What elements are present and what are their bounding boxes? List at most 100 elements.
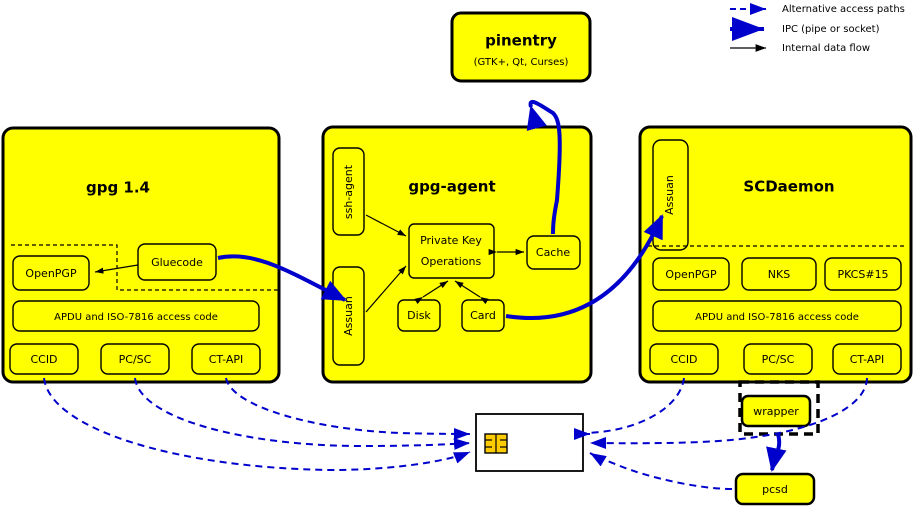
gpg14-openpgp-box[interactable]: OpenPGP <box>12 255 90 291</box>
wrapper-label: wrapper <box>753 405 799 418</box>
pinentry-box[interactable]: pinentry (GTK+, Qt, Curses) <box>450 11 592 83</box>
pcsd-label: pcsd <box>762 483 788 496</box>
gpg-agent-card-label: Card <box>470 309 496 322</box>
scdaemon-app-nks-label: NKS <box>768 268 790 281</box>
gpg14-openpgp-shape <box>12 255 90 291</box>
scdaemon-assuan-label: Assuan <box>663 175 676 215</box>
scdaemon-apdu-label: APDU and ISO-7816 access code <box>695 312 859 323</box>
gpg14-driver-pcsc-label: PC/SC <box>119 353 152 366</box>
gpg14-driver-ccid-shape <box>9 343 79 375</box>
gpg14-driver-ccid[interactable]: CCID <box>9 343 79 375</box>
pinentry-title: pinentry <box>485 32 557 50</box>
gpg14-dashed-separator <box>11 244 278 291</box>
scdaemon-driver-ctapi-label: CT-API <box>850 353 885 366</box>
altpath-pcsd-to-card <box>589 452 733 490</box>
gpg-agent-ssh-agent-box[interactable]: ssh-agent <box>332 147 365 236</box>
scdaemon-driver-ccid-label: CCID <box>670 353 697 366</box>
scdaemon-title: SCDaemon <box>743 178 834 196</box>
gpg14-gluecode-box[interactable]: Gluecode <box>137 243 217 281</box>
altpath-gpg-ctapi-to-card <box>225 377 471 440</box>
altpath-scd-ccid-to-card <box>573 377 685 440</box>
gpg-agent-cache-box[interactable]: Cache <box>526 235 581 270</box>
scdaemon-driver-ctapi-shape <box>832 343 902 375</box>
gpg-agent-ssh-agent-label: ssh-agent <box>342 164 355 219</box>
gpg-agent-card-box[interactable]: Card <box>461 299 505 332</box>
gpg14-gluecode-to-openpgp-arrow <box>94 264 139 274</box>
legend-label-ipc: IPC (pipe or socket) <box>782 24 880 35</box>
alt-path-connections <box>43 377 868 490</box>
legend-item-ipc: IPC (pipe or socket) <box>730 17 880 41</box>
gpg-agent-assuan-box[interactable]: Assuan <box>332 266 365 366</box>
wrapper-group[interactable]: wrapper <box>738 380 820 436</box>
smartcard[interactable] <box>475 413 584 472</box>
legend-item-internal: Internal data flow <box>730 43 870 54</box>
gpg14-driver-pcsc[interactable]: PC/SC <box>100 343 170 375</box>
scdaemon-app-openpgp-label: OpenPGP <box>665 268 717 281</box>
legend-label-alt-path: Alternative access paths <box>782 4 905 15</box>
gpg14-apdu-box[interactable]: APDU and ISO-7816 access code <box>12 300 260 332</box>
wrapper-box-shape <box>740 394 812 428</box>
scdaemon-app-nks[interactable]: NKS <box>741 257 817 291</box>
gpg14-openpgp-label: OpenPGP <box>25 267 77 280</box>
altpath-scd-ctapi-to-card <box>589 377 868 450</box>
scdaemon-panel[interactable]: SCDaemon Assuan OpenPGP NKS PKCS#15 APDU… <box>638 125 913 384</box>
pinentry-box-shape <box>450 11 592 83</box>
gpg-agent-panel[interactable]: gpg-agent ssh-agent Assuan Private Key O… <box>321 125 593 384</box>
gpg14-driver-ctapi-label: CT-API <box>209 353 244 366</box>
gpg14-driver-ctapi[interactable]: CT-API <box>191 343 261 375</box>
gpg-agent-assuan-label: Assuan <box>342 296 355 336</box>
gpg-agent-ssh-agent-shape <box>332 147 365 236</box>
ipc-connections <box>217 99 787 472</box>
ipc-cache-to-pinentry <box>526 99 562 235</box>
gpg-agent-card-to-pk-arrow <box>454 280 489 305</box>
gpg14-apdu-label: APDU and ISO-7816 access code <box>54 312 218 323</box>
gpg14-panel[interactable]: gpg 1.4 Gluecode OpenPGP APDU and ISO-78… <box>1 126 281 384</box>
scdaemon-app-pkcs15[interactable]: PKCS#15 <box>824 257 902 291</box>
gpg-agent-private-key-shape <box>408 223 495 279</box>
gpg-agent-title: gpg-agent <box>408 178 495 196</box>
scdaemon-driver-pcsc-shape <box>743 343 813 375</box>
scdaemon-assuan-box[interactable]: Assuan <box>652 139 689 251</box>
legend: Alternative access paths IPC (pipe or so… <box>730 3 905 54</box>
pcsd-box-shape <box>734 472 816 506</box>
gpg-agent-private-key-line1: Private Key <box>420 234 482 247</box>
altpath-gpg-ccid-to-card <box>43 377 471 472</box>
scdaemon-app-pkcs15-shape <box>824 257 902 291</box>
gpg14-apdu-shape <box>12 300 260 332</box>
scdaemon-driver-ctapi[interactable]: CT-API <box>832 343 902 375</box>
gpg-agent-assuan-to-pk-arrow <box>365 265 407 313</box>
gpg14-driver-ccid-label: CCID <box>30 353 57 366</box>
scdaemon-apdu-shape <box>652 300 902 332</box>
gpg-agent-disk-label: Disk <box>407 309 431 322</box>
gpg14-gluecode-shape <box>137 243 217 281</box>
gpg14-gluecode-label: Gluecode <box>151 256 203 269</box>
gpg-agent-private-key-line2: Operations <box>421 255 482 268</box>
scdaemon-app-openpgp-shape <box>652 257 730 291</box>
scdaemon-app-nks-shape <box>741 257 817 291</box>
gpg-agent-private-key-box[interactable]: Private Key Operations <box>408 223 495 279</box>
ipc-agent-card-to-scdaemon-assuan <box>505 214 664 321</box>
altpath-gpg-pcsc-to-card <box>134 377 471 451</box>
pcsd-box[interactable]: pcsd <box>734 472 816 506</box>
gpg-agent-ssh-to-pk-arrow <box>365 214 407 237</box>
scdaemon-app-openpgp[interactable]: OpenPGP <box>652 257 730 291</box>
scdaemon-driver-pcsc[interactable]: PC/SC <box>743 343 813 375</box>
scdaemon-driver-pcsc-label: PC/SC <box>762 353 795 366</box>
ipc-wrapper-to-pcsd <box>766 433 787 472</box>
gpg-agent-cache-shape <box>526 235 581 270</box>
gpg-agent-disk-box[interactable]: Disk <box>397 299 441 332</box>
scdaemon-driver-ccid-shape <box>649 343 719 375</box>
scdaemon-app-pkcs15-label: PKCS#15 <box>837 268 888 281</box>
smartcard-chip-icon <box>484 433 508 454</box>
gpg-agent-cache-label: Cache <box>536 246 570 259</box>
pinentry-subtitle: (GTK+, Qt, Curses) <box>474 57 569 68</box>
gpg14-driver-pcsc-shape <box>100 343 170 375</box>
gpg-agent-disk-to-pk-arrow <box>414 280 449 305</box>
legend-item-alt-path: Alternative access paths <box>730 3 905 15</box>
scdaemon-driver-ccid[interactable]: CCID <box>649 343 719 375</box>
gpg14-title: gpg 1.4 <box>86 179 150 197</box>
scdaemon-apdu-box[interactable]: APDU and ISO-7816 access code <box>652 300 902 332</box>
ipc-gluecode-to-agent-assuan <box>217 254 347 302</box>
legend-label-internal: Internal data flow <box>782 43 870 54</box>
